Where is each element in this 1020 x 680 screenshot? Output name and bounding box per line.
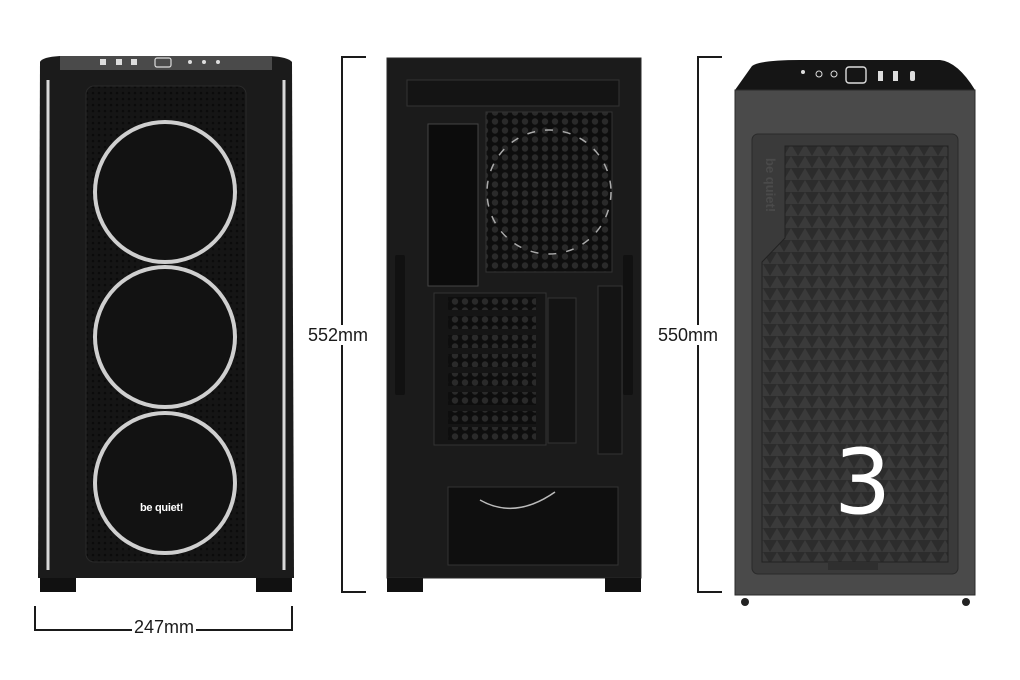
height-label-left: 552mm <box>306 325 371 345</box>
height-label-right: 550mm <box>656 325 721 345</box>
front-logo: be quiet! <box>140 502 184 514</box>
side-triangle-mesh <box>761 145 949 563</box>
bottom-psu-area <box>447 486 619 566</box>
rear-fan-grill <box>485 111 613 273</box>
front-foot-left <box>40 578 76 592</box>
height-dimension-line-right <box>697 56 722 593</box>
front-case <box>38 56 294 592</box>
power-button-icon <box>154 57 172 68</box>
width-label: 247mm <box>132 617 197 637</box>
front-fan-ring-2 <box>93 265 237 409</box>
psu-cutout <box>427 123 479 287</box>
side-case <box>734 60 976 606</box>
front-fan-ring-3 <box>93 411 237 555</box>
expansion-slots <box>433 292 547 446</box>
overlay-number: 3 <box>834 430 892 535</box>
front-fan-ring-1 <box>93 120 237 264</box>
front-foot-right <box>256 578 292 592</box>
side-logo: be quiet! <box>763 158 778 213</box>
top-panel <box>735 60 975 90</box>
top-io-panel <box>60 56 272 70</box>
height-dimension-line-left <box>341 56 366 593</box>
side-power-button-icon <box>845 66 867 84</box>
rear-case <box>386 57 642 592</box>
